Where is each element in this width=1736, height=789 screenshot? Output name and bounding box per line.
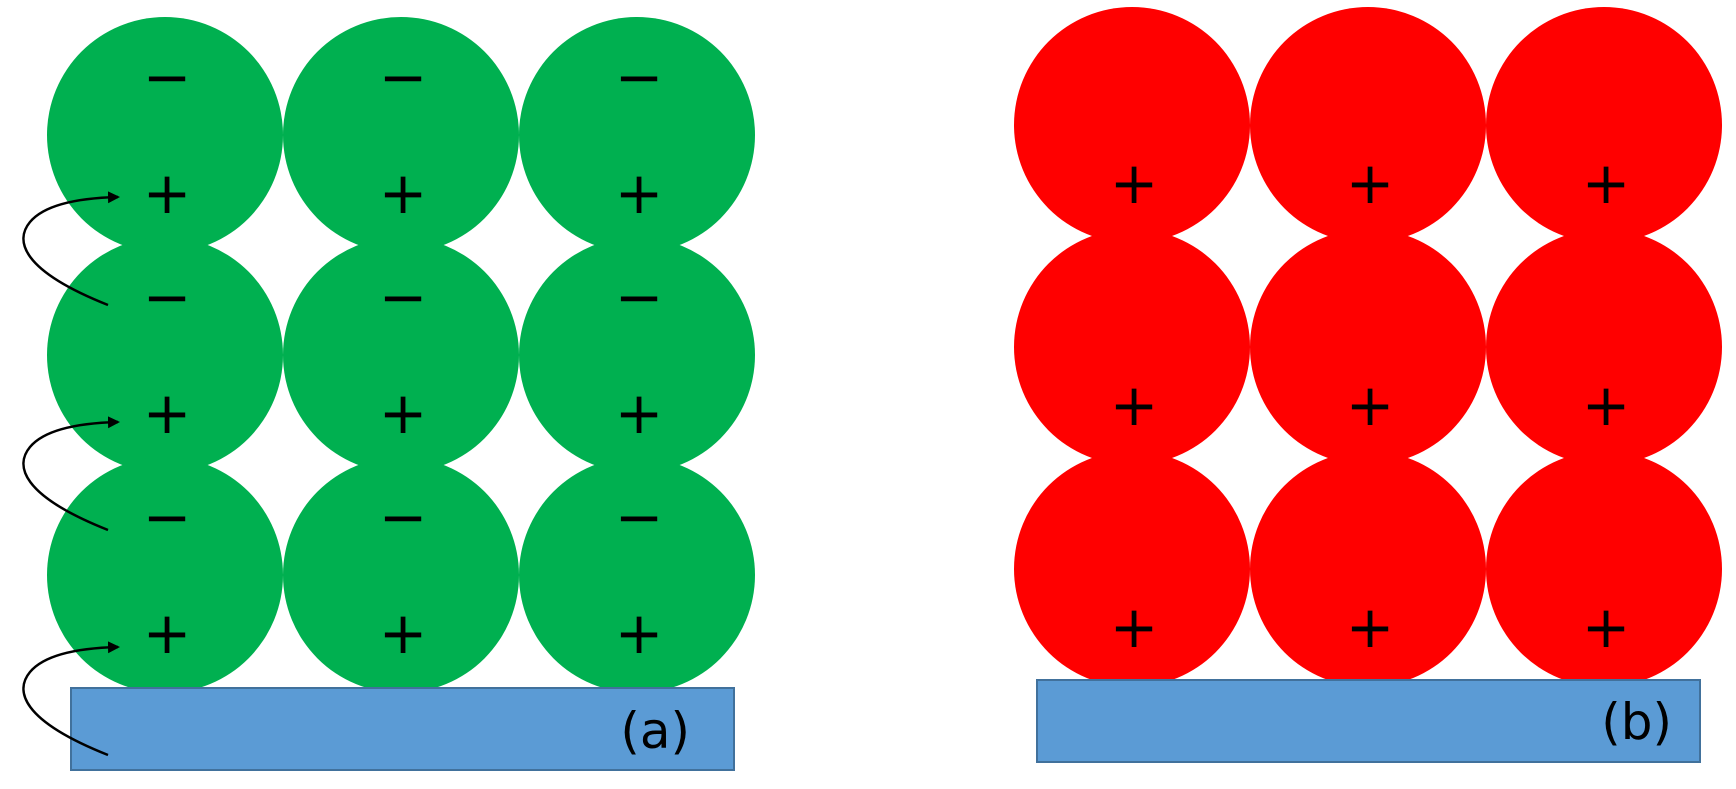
panel-a-label: (a) [620, 702, 690, 760]
panel-b-label: (b) [1601, 693, 1672, 751]
panel-a: − + − + − + − + − + − + − + − + − + (a) [22, 17, 755, 771]
particle-a-r2-c1 [47, 237, 283, 473]
particle-a-r2-c3 [519, 237, 755, 473]
plus-sign: + [1346, 149, 1395, 217]
particle-a-r3-c1 [47, 457, 283, 693]
plus-sign: + [143, 379, 192, 447]
particle-a-r1-c2 [283, 17, 519, 253]
panel-a-charge-transfer-arrows [22, 191, 120, 757]
minus-sign: − [615, 483, 664, 551]
minus-sign: − [615, 263, 664, 331]
particle-b-r1-c2 [1250, 7, 1486, 243]
particle-b-r3-c2 [1250, 451, 1486, 687]
panel-b-particle-grid: + + + + + + + + + [1014, 7, 1722, 687]
plus-sign: + [1346, 371, 1395, 439]
plus-sign: + [1110, 593, 1159, 661]
plus-sign: + [1346, 593, 1395, 661]
minus-sign: − [379, 483, 428, 551]
panel-a-substrate [70, 687, 735, 771]
minus-sign: − [143, 43, 192, 111]
particle-a-r1-c3 [519, 17, 755, 253]
curved-arrow-icon [22, 416, 120, 532]
plus-sign: + [143, 599, 192, 667]
plus-sign: + [1110, 149, 1159, 217]
plus-sign: + [1110, 371, 1159, 439]
minus-sign: − [143, 483, 192, 551]
plus-sign: + [615, 599, 664, 667]
particle-b-r1-c1 [1014, 7, 1250, 243]
plus-sign: + [379, 379, 428, 447]
plus-sign: + [379, 599, 428, 667]
particle-b-r3-c1 [1014, 451, 1250, 687]
particle-b-r1-c3 [1486, 7, 1722, 243]
minus-sign: − [379, 43, 428, 111]
particle-a-r3-c2 [283, 457, 519, 693]
particle-b-r3-c3 [1486, 451, 1722, 687]
curved-arrow-icon [22, 641, 120, 757]
curved-arrow-icon [22, 191, 120, 307]
panel-b-substrate [1036, 679, 1701, 763]
plus-sign: + [379, 159, 428, 227]
plus-sign: + [1582, 371, 1631, 439]
particle-b-r2-c1 [1014, 229, 1250, 465]
particle-a-r3-c3 [519, 457, 755, 693]
plus-sign: + [615, 159, 664, 227]
minus-sign: − [615, 43, 664, 111]
particle-a-r2-c2 [283, 237, 519, 473]
panel-b: + + + + + + + + + (b) [1014, 7, 1722, 763]
particle-b-r2-c2 [1250, 229, 1486, 465]
minus-sign: − [143, 263, 192, 331]
plus-sign: + [1582, 149, 1631, 217]
plus-sign: + [1582, 593, 1631, 661]
panel-a-particle-grid: − + − + − + − + − + − + − + − + − + [47, 17, 755, 693]
minus-sign: − [379, 263, 428, 331]
plus-sign: + [615, 379, 664, 447]
particle-b-r2-c3 [1486, 229, 1722, 465]
plus-sign: + [143, 159, 192, 227]
particle-a-r1-c1 [47, 17, 283, 253]
